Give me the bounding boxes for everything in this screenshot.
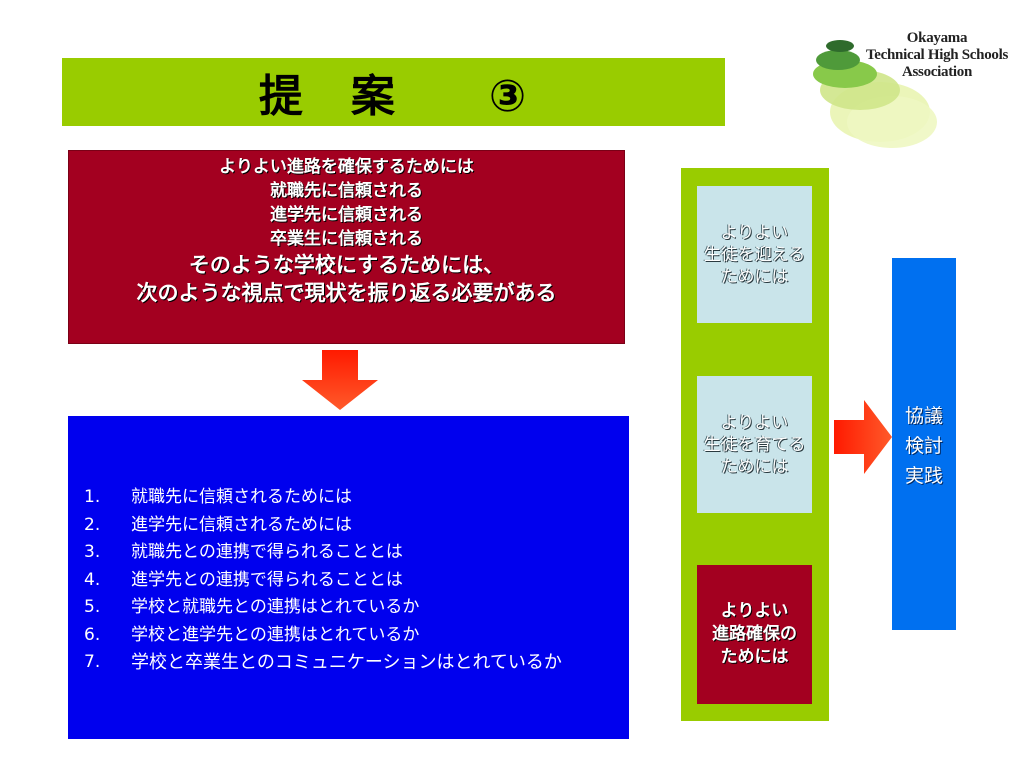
right-arrow-icon [834, 400, 892, 474]
logo-line-okayama: Okayama [906, 30, 968, 46]
list-text: 学校と就職先との連携はとれているか [131, 597, 420, 617]
list-text: 学校と進学先との連携はとれているか [131, 624, 420, 645]
box-line: 生徒を育てる [703, 434, 806, 455]
page-title: 提 案 ③ [258, 71, 529, 122]
list-number: 1. [84, 487, 101, 507]
box-line: よりよい [720, 412, 789, 433]
list-text: 就職先に信頼されるためには [131, 487, 352, 507]
logo-line-technical: Technical High Schools [865, 47, 1009, 63]
list-text: 進学先との連携で得られることとは [131, 569, 403, 590]
box-line: ためには [720, 266, 789, 287]
list-item: 7. 学校と卒業生とのコミュニケーションはとれているか [68, 649, 629, 677]
intro-line-4: 卒業生に信頼される [270, 229, 423, 249]
list-text: 就職先との連携で得られることとは [131, 542, 403, 562]
viewpoint-list: 1. 就職先に信頼されるためには 2. 進学先に信頼されるためには 3. 就職先… [68, 416, 629, 739]
list-number: 6. [84, 624, 101, 645]
intro-box: よりよい進路を確保するためには 就職先に信頼される 進学先に信頼される 卒業生に… [68, 150, 625, 344]
list-number: 7. [84, 652, 101, 672]
intro-line-6: 次のような視点で現状を振り返る必要がある [136, 281, 557, 305]
intro-line-3: 進学先に信頼される [270, 205, 423, 225]
result-line: 検討 [904, 435, 943, 457]
secure-career-box: よりよい 進路確保の ためには [697, 565, 812, 704]
result-box: 協議 検討 実践 [892, 258, 956, 630]
list-item: 5. 学校と就職先との連携はとれているか [68, 594, 629, 622]
list-item: 4. 進学先との連携で得られることとは [68, 567, 629, 595]
list-item: 6. 学校と進学先との連携はとれているか [68, 622, 629, 650]
list-text: 進学先に信頼されるためには [131, 514, 352, 535]
association-logo-icon [813, 40, 937, 148]
welcome-students-box: よりよい 生徒を迎える ためには [697, 186, 812, 323]
list-text: 学校と卒業生とのコミュニケーションはとれているか [131, 652, 562, 673]
box-line: よりよい [720, 222, 789, 243]
list-number: 4. [84, 569, 101, 590]
result-line: 協議 [904, 405, 943, 427]
list-item: 1. 就職先に信頼されるためには [68, 484, 629, 512]
result-line: 実践 [904, 465, 943, 487]
box-line: ためには [720, 456, 789, 477]
down-arrow-icon [302, 350, 378, 410]
list-number: 5. [84, 597, 101, 617]
box-line: よりよい [720, 601, 789, 621]
list-number: 3. [84, 542, 101, 562]
nurture-students-box: よりよい 生徒を育てる ためには [697, 376, 812, 513]
logo-text: Okayama Technical High Schools Associati… [862, 30, 1012, 81]
intro-line-5: そのような学校にするためには、 [188, 253, 505, 277]
list-number: 2. [84, 514, 101, 535]
list-item: 3. 就職先との連携で得られることとは [68, 539, 629, 567]
intro-line-2: 就職先に信頼される [270, 181, 423, 201]
box-line: ためには [720, 647, 789, 667]
box-line: 生徒を迎える [703, 244, 806, 265]
list-item: 2. 進学先に信頼されるためには [68, 512, 629, 540]
intro-line-1: よりよい進路を確保するためには [219, 157, 474, 177]
box-line: 進路確保の [712, 624, 797, 644]
title-bar [62, 58, 725, 126]
logo-line-association: Association [901, 64, 973, 80]
